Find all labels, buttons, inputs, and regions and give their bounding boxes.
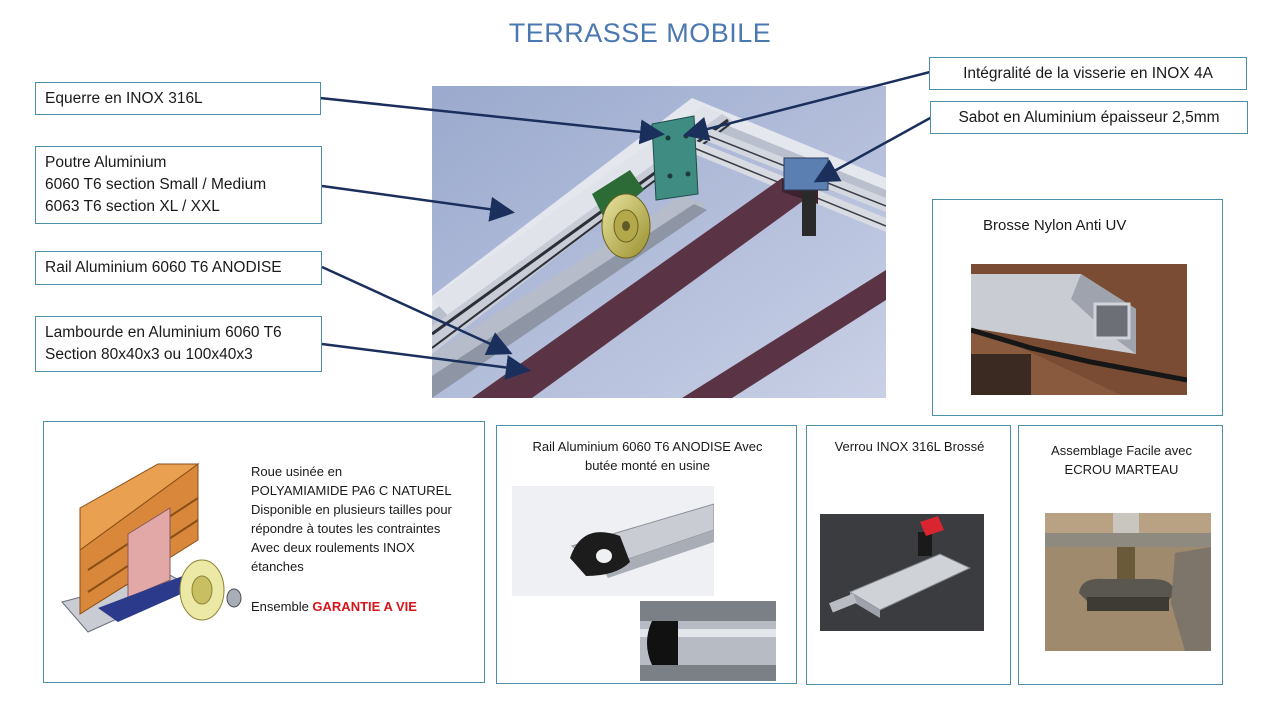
label-equerre: Equerre en INOX 316L <box>35 82 321 115</box>
roue-description: Roue usinée en POLYAMIAMIDE PA6 C NATURE… <box>251 464 452 574</box>
roue-ensemble-prefix: Ensemble <box>251 599 313 614</box>
arrow-sabot <box>813 115 933 183</box>
arrow-visserie <box>683 70 931 142</box>
verrou-panel: Verrou INOX 316L Brossé <box>806 425 1011 685</box>
brosse-photo-illustration <box>971 264 1187 395</box>
brosse-title: Brosse Nylon Anti UV <box>983 217 1127 234</box>
page-title: TERRASSE MOBILE <box>508 18 772 48</box>
assemblage-panel: Assemblage Facile avec ECROU MARTEAU <box>1018 425 1223 685</box>
rail-butee-panel: Rail Aluminium 6060 T6 ANODISE Avec buté… <box>496 425 797 684</box>
roue-3d-illustration <box>61 463 242 633</box>
verrou-photo <box>820 514 984 631</box>
label-lambourde: Lambourde en Aluminium 6060 T6 Section 8… <box>35 316 322 372</box>
assemblage-title: Assemblage Facile avec ECROU MARTEAU <box>1051 443 1192 477</box>
label-rail: Rail Aluminium 6060 T6 ANODISE <box>35 251 322 285</box>
label-sabot: Sabot en Aluminium épaisseur 2,5mm <box>930 101 1248 134</box>
verrou-title: Verrou INOX 316L Brossé <box>834 439 985 454</box>
arrow-poutre <box>321 184 515 222</box>
brosse-photo <box>971 264 1187 395</box>
rail-butee-render-illustration <box>512 486 714 596</box>
assemblage-photo <box>1045 513 1211 651</box>
arrow-rail <box>321 265 513 356</box>
arrow-equerre <box>319 96 665 145</box>
label-poutre: Poutre Aluminium 6060 T6 section Small /… <box>35 146 322 224</box>
arrow-lambourde <box>321 342 531 380</box>
brosse-panel: Brosse Nylon Anti UV <box>932 199 1223 416</box>
roue-illustration <box>58 458 244 648</box>
roue-ensemble: Ensemble GARANTIE A VIE <box>251 597 417 616</box>
rail-butee-render <box>512 486 714 596</box>
assemblage-photo-illustration <box>1045 513 1211 651</box>
roue-panel: Roue usinée en POLYAMIAMIDE PA6 C NATURE… <box>43 421 485 683</box>
verrou-photo-illustration <box>820 514 984 631</box>
roue-guarantee: GARANTIE A VIE <box>312 599 417 614</box>
rail-butee-photo <box>640 601 776 681</box>
label-visserie: Intégralité de la visserie en INOX 4A <box>929 57 1247 90</box>
rail-butee-title: Rail Aluminium 6060 T6 ANODISE Avec buté… <box>532 439 763 473</box>
rail-butee-photo-illustration <box>640 601 776 681</box>
